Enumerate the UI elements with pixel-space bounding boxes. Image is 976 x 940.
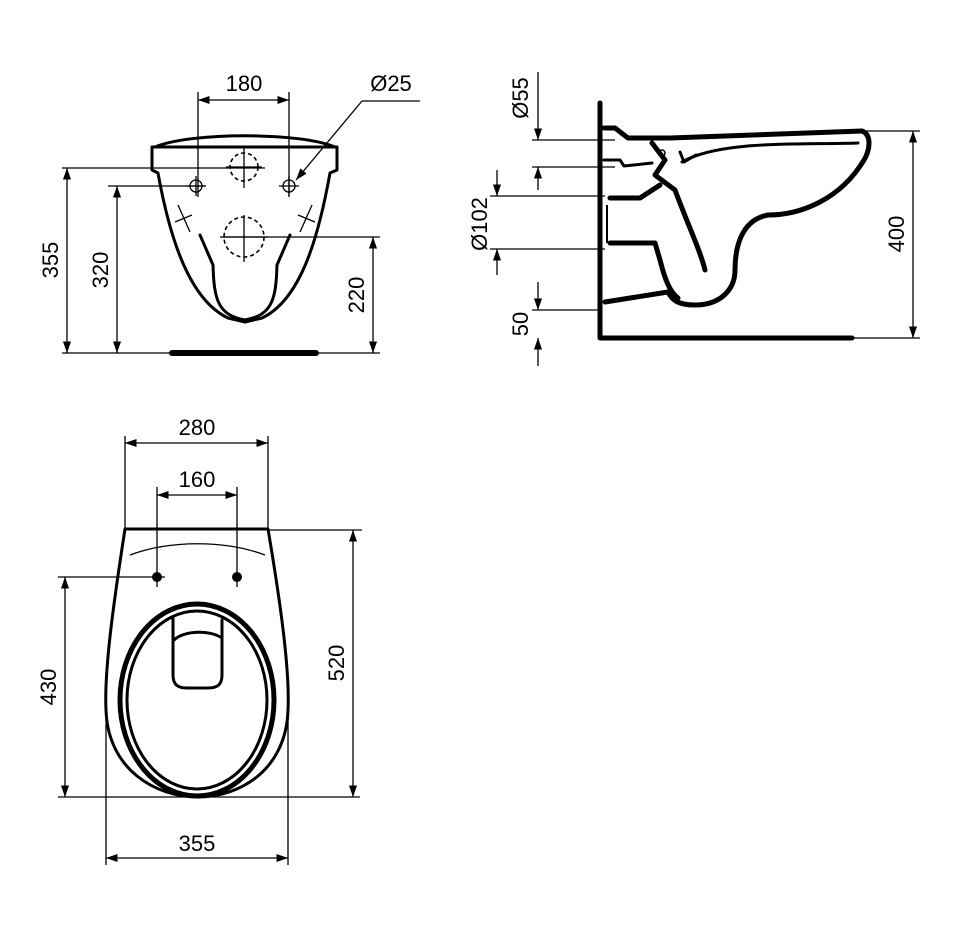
side-view: Ø55 Ø102 50 400 xyxy=(467,72,920,366)
top-view-seat-ring xyxy=(117,601,277,799)
dim-hinge-to-front: 430 xyxy=(36,669,61,706)
dim-fixing-hole-spacing: 180 xyxy=(226,71,263,96)
dim-outlet-height: 220 xyxy=(344,277,369,314)
dim-overall-height: 355 xyxy=(38,242,63,279)
side-view-toilet-outline xyxy=(601,125,872,308)
dim-seat-hinge-spacing: 160 xyxy=(179,467,216,492)
top-view-inlet xyxy=(171,615,224,690)
top-view: 280 160 430 520 355 xyxy=(36,415,362,865)
dim-overall-depth: 520 xyxy=(324,645,349,682)
front-view: 180 Ø25 355 320 220 xyxy=(38,71,420,356)
dim-bottom-clearance: 50 xyxy=(508,312,533,336)
dim-fixing-hole-diameter: Ø25 xyxy=(370,71,412,96)
dim-overall-width: 355 xyxy=(179,831,216,856)
dim-back-width: 280 xyxy=(179,415,216,440)
dim-fixing-hole-height: 320 xyxy=(88,252,113,289)
side-view-wall-floor xyxy=(597,100,855,341)
dim-inlet-diameter: Ø55 xyxy=(508,77,533,119)
dim-outlet-diameter: Ø102 xyxy=(467,197,492,251)
dim-rim-height: 400 xyxy=(884,216,909,253)
front-view-toilet-outline xyxy=(150,134,339,324)
